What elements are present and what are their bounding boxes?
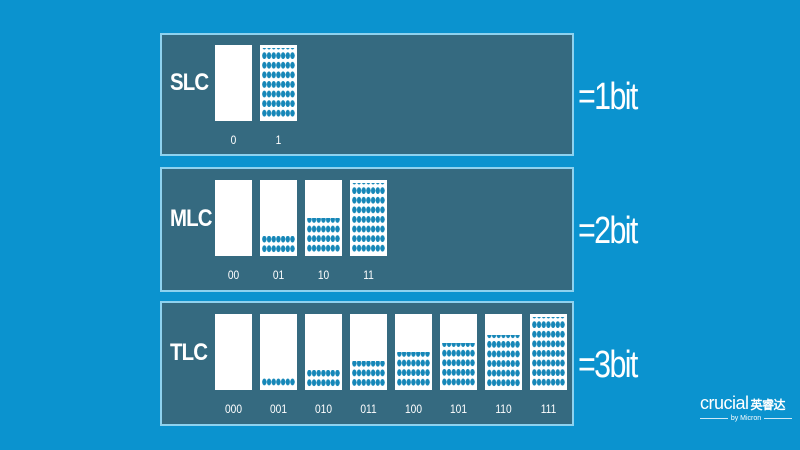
- cell-label: 110: [495, 402, 512, 416]
- charge-dots: [307, 369, 340, 387]
- memory-cell: [260, 180, 297, 256]
- charge-dots: [442, 343, 475, 387]
- tlc-bits-label: =3bit: [578, 344, 638, 386]
- memory-cell: [395, 314, 432, 390]
- divider: [700, 418, 728, 419]
- panel-title: MLC: [170, 205, 212, 232]
- slc-bits-label: =1bit: [578, 76, 638, 118]
- charge-dots: [352, 183, 385, 253]
- cell-label: 100: [404, 402, 423, 416]
- memory-cell: [440, 314, 477, 390]
- memory-cell: [530, 314, 567, 390]
- cell-label: 01: [272, 268, 285, 282]
- logo-tagline-row: by Micron: [700, 415, 792, 422]
- cell-label: 101: [449, 402, 468, 416]
- divider: [764, 418, 792, 419]
- charge-dots: [352, 360, 385, 387]
- slc-panel: SLC 0 1: [160, 33, 574, 156]
- memory-cell: [215, 314, 252, 390]
- logo-brand: crucial: [700, 393, 749, 413]
- cell-label: 010: [314, 402, 333, 416]
- memory-cell: [305, 180, 342, 256]
- logo-wordmark: crucial 英睿达: [700, 393, 792, 414]
- cell-label: 000: [224, 402, 243, 416]
- cell-label: 00: [227, 268, 240, 282]
- cell-label: 0: [230, 133, 237, 147]
- cell-label: 001: [269, 402, 288, 416]
- memory-cell: [260, 314, 297, 390]
- charge-dots: [307, 218, 340, 253]
- memory-cell: [260, 45, 297, 121]
- mlc-panel: MLC 00 01 10 11: [160, 167, 574, 292]
- mlc-bits-label: =2bit: [578, 210, 638, 252]
- memory-cell: [305, 314, 342, 390]
- logo-brand-cn: 英睿达: [750, 398, 786, 412]
- memory-cell: [215, 180, 252, 256]
- panel-title: TLC: [170, 339, 208, 366]
- memory-cell: [350, 180, 387, 256]
- charge-dots: [262, 235, 295, 253]
- charge-dots: [532, 317, 565, 387]
- cell-label: 1: [275, 133, 282, 147]
- memory-cell: [350, 314, 387, 390]
- charge-dots: [262, 378, 295, 387]
- charge-dots: [487, 334, 520, 387]
- memory-cell: [215, 45, 252, 121]
- memory-cell: [485, 314, 522, 390]
- tlc-panel: TLC 000 001 010 011 100 101 110 111: [160, 301, 574, 426]
- cell-label: 11: [363, 268, 374, 282]
- cell-label: 011: [360, 402, 377, 416]
- charge-dots: [262, 48, 295, 118]
- panel-title: SLC: [170, 69, 209, 96]
- cell-label: 111: [540, 402, 557, 416]
- logo-tagline: by Micron: [730, 415, 762, 422]
- charge-dots: [397, 352, 430, 387]
- cell-label: 10: [317, 268, 330, 282]
- crucial-logo: crucial 英睿达 by Micron: [700, 393, 792, 422]
